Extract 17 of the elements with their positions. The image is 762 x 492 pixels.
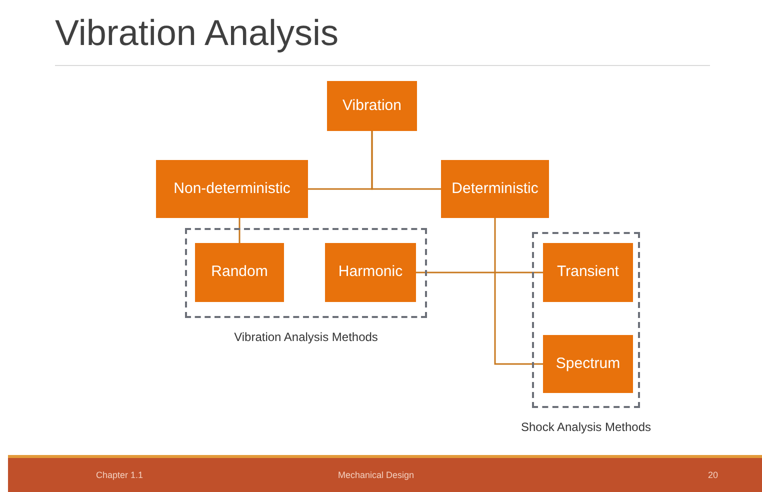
group-label: Shock Analysis Methods: [520, 419, 652, 436]
group-label: Vibration Analysis Methods: [234, 329, 378, 346]
footer-text: Mechanical Design: [338, 469, 414, 482]
connector-line: [238, 218, 240, 243]
process-box: Non-deterministic: [156, 160, 308, 218]
process-box: Harmonic: [325, 243, 416, 302]
connector-line: [371, 131, 441, 190]
connector-line: [494, 218, 543, 365]
process-box: Transient: [543, 243, 633, 302]
connector-line: [416, 272, 543, 274]
process-box: Deterministic: [441, 160, 549, 218]
footer-text: 20: [708, 469, 718, 482]
process-box: Spectrum: [543, 335, 633, 393]
slide-title: Vibration Analysis: [55, 11, 338, 55]
footer-text: Chapter 1.1: [96, 469, 144, 482]
process-box: Random: [195, 243, 284, 302]
process-box: Vibration: [327, 81, 417, 131]
